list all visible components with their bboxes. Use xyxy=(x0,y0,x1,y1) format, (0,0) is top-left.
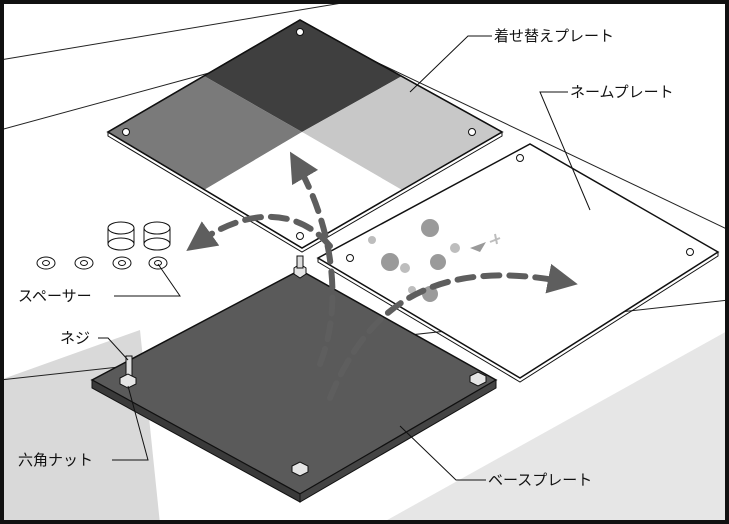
bird-icon xyxy=(470,233,501,252)
spacer-cylinder-icon xyxy=(107,221,171,251)
screw-icon xyxy=(119,355,137,389)
background-band-shade-right xyxy=(380,330,729,524)
label-screw: ネジ xyxy=(60,329,90,347)
base-plate xyxy=(90,269,498,503)
arrow-to-name-plate xyxy=(327,263,578,401)
label-name-plate: ネームプレート xyxy=(570,83,674,101)
label-base-plate: ベースプレート xyxy=(488,471,592,489)
hex-nut-icon xyxy=(291,255,487,477)
label-kisekae-plate: 着せ替えプレート xyxy=(494,27,614,45)
label-hex-nut: 六角ナット xyxy=(18,451,93,469)
label-spacer: スペーサー xyxy=(18,287,92,305)
tile-top xyxy=(204,20,402,132)
leader-lines xyxy=(98,35,591,481)
arrow-to-kisekae xyxy=(289,151,336,367)
name-plate xyxy=(316,143,720,383)
background-band-edge xyxy=(0,0,361,61)
arrow-to-spacers xyxy=(186,213,333,252)
assembly-arrows xyxy=(186,151,578,401)
spacer-ring-icon xyxy=(36,256,168,270)
